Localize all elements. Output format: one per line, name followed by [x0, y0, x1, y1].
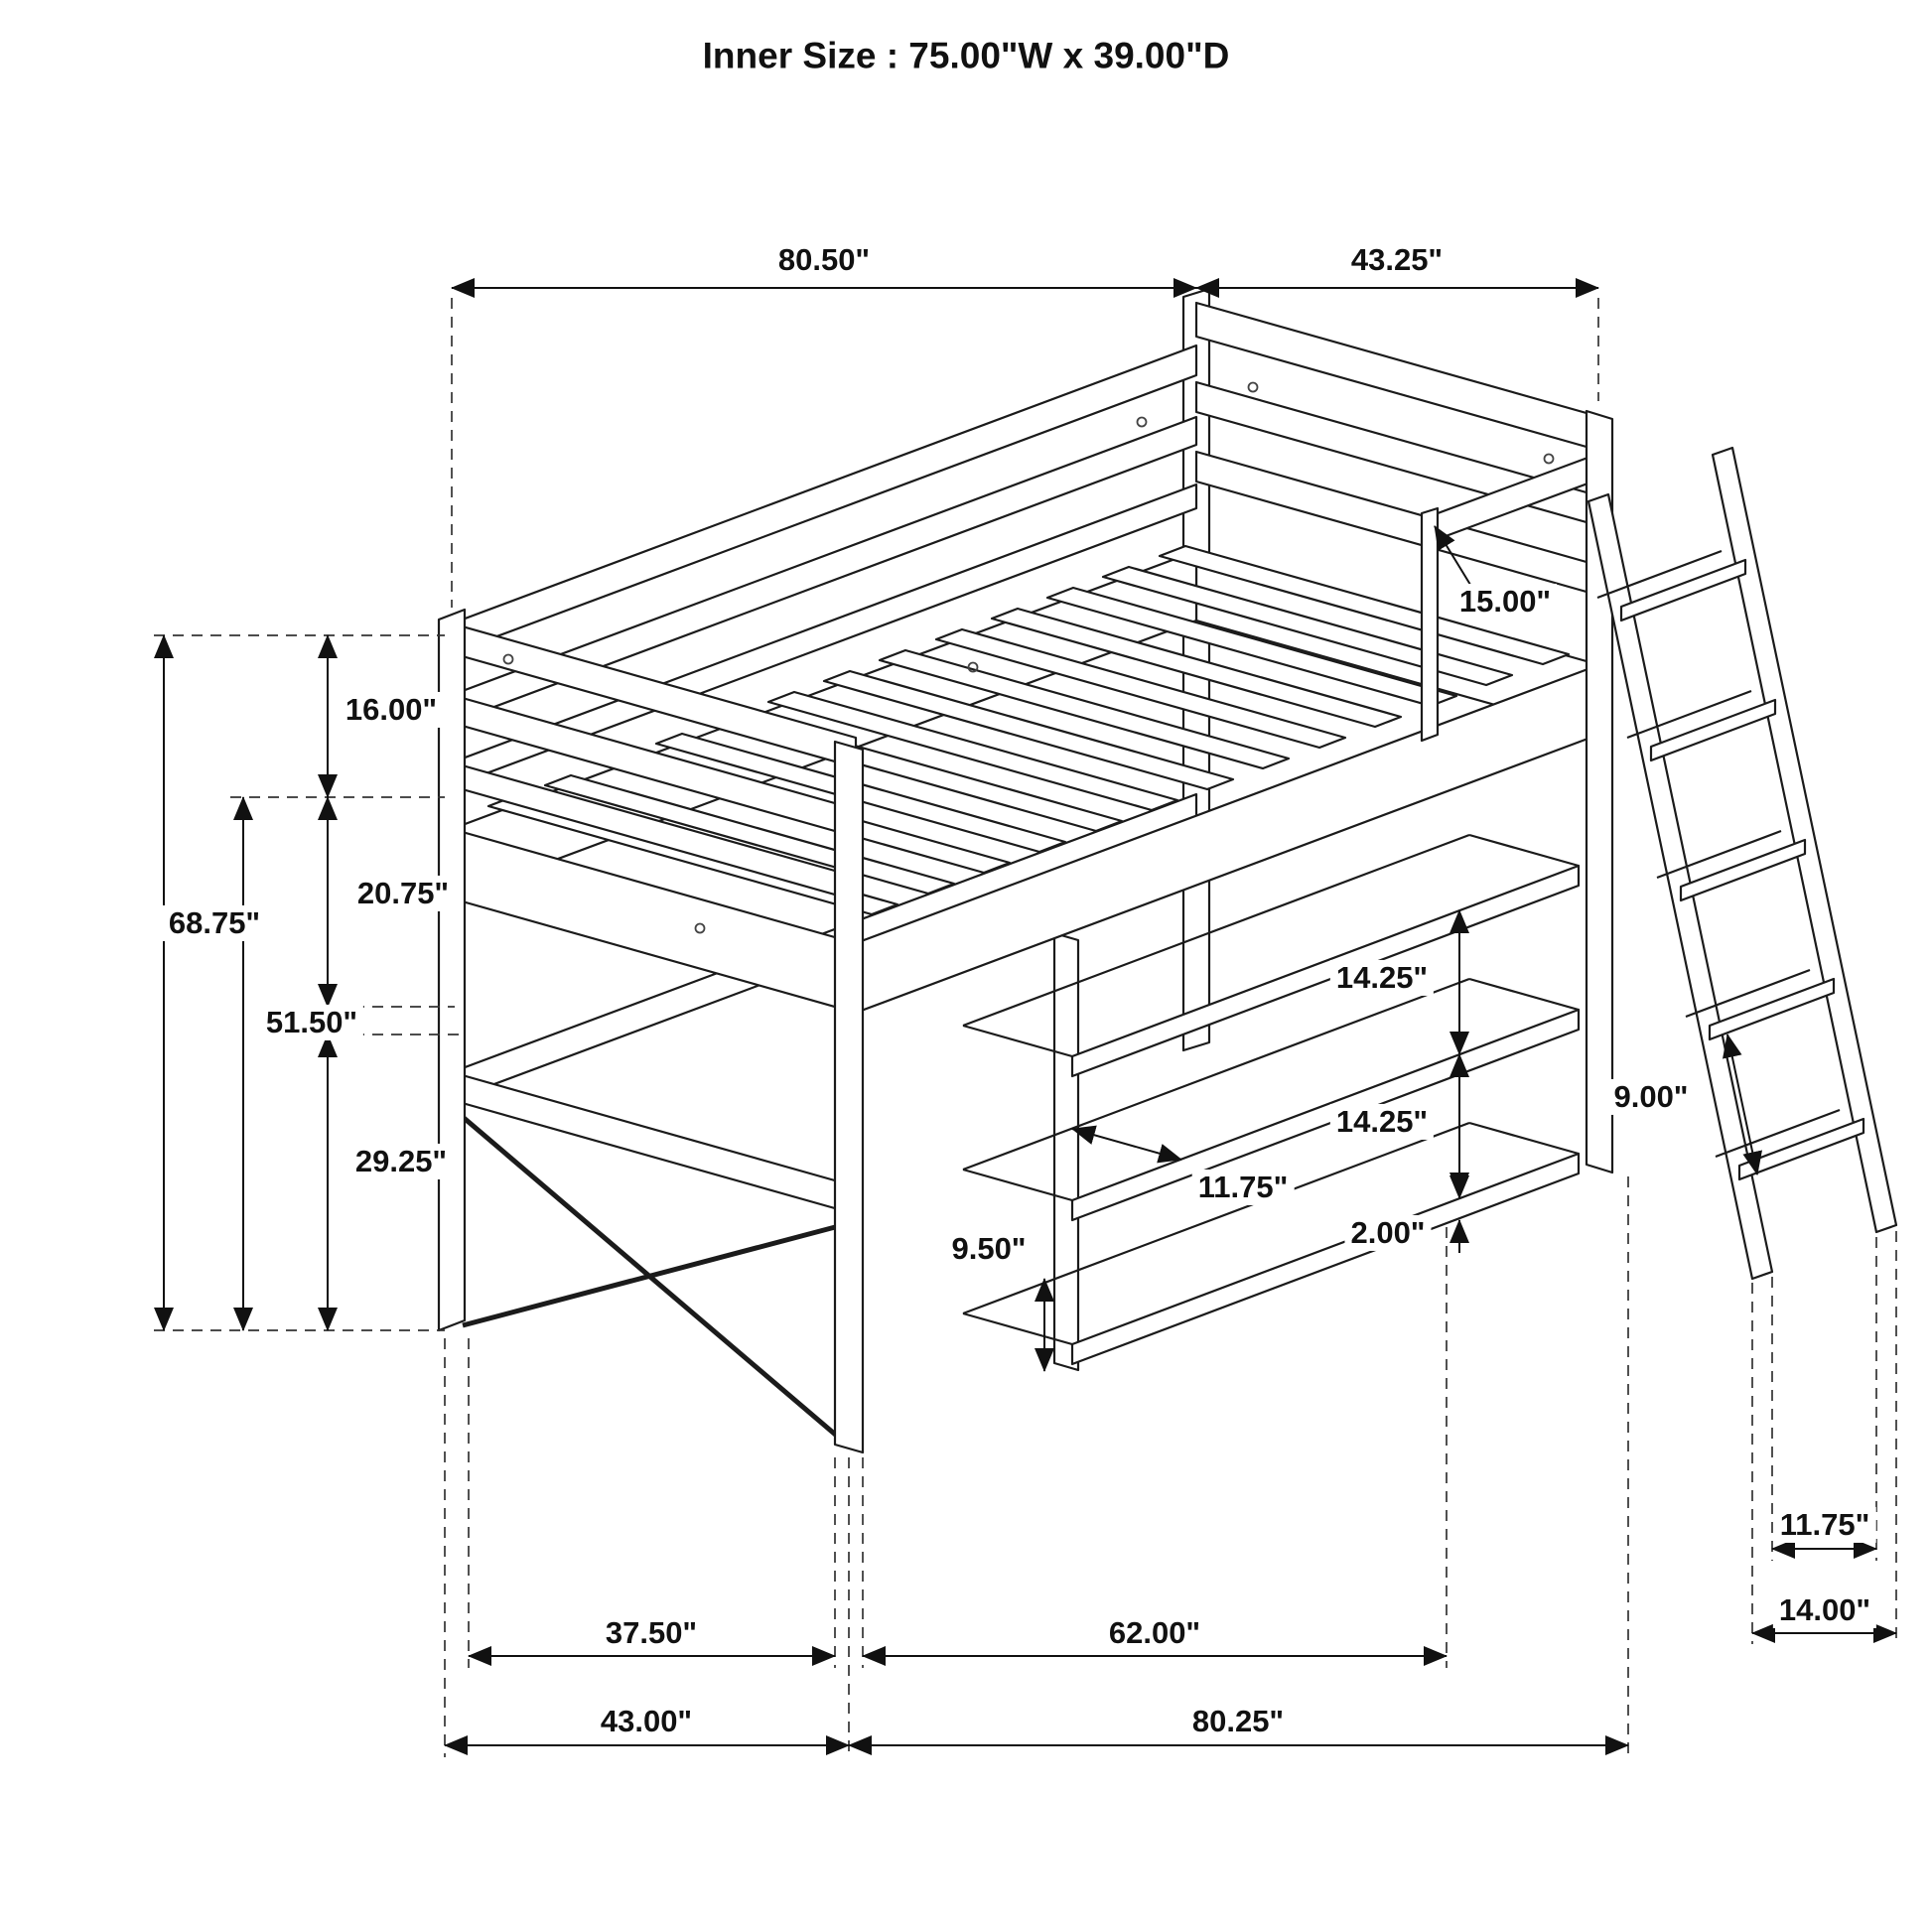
dim-label-2-00: 2.00" [1344, 1214, 1432, 1252]
base-side-edge [1468, 1121, 1580, 1156]
screw-hole [1543, 453, 1555, 465]
ladder-step [1619, 558, 1747, 622]
ladder-step [1679, 838, 1807, 902]
step-tread-edge [1626, 689, 1752, 740]
slat [990, 607, 1403, 729]
slat [1045, 586, 1458, 708]
screw-holes [502, 381, 1555, 934]
bed-slats [486, 544, 1571, 916]
shelf-support-post [1052, 931, 1080, 1372]
step-tread-edge [1596, 549, 1723, 600]
headboard-panel [1194, 301, 1602, 737]
extension-lines [154, 298, 1897, 1757]
ladder [1587, 446, 1898, 1281]
dim-label-20-75: 20.75" [350, 875, 456, 912]
dim-label-11-75-shelf: 11.75" [1191, 1169, 1295, 1206]
dim-label-14-25-a: 14.25" [1329, 959, 1435, 997]
dim-label-14-25-b: 14.25" [1329, 1103, 1435, 1141]
stretcher [450, 1070, 858, 1216]
inner-size-title: Inner Size : 75.00"W x 39.00"D [702, 35, 1230, 76]
shelf-back-edge [962, 977, 1470, 1172]
slat [878, 648, 1291, 770]
shelf-side-edge [1468, 833, 1580, 868]
screw-hole [967, 661, 979, 673]
post [1585, 409, 1614, 1174]
dim-label-80-50: 80.50" [771, 241, 877, 279]
screw-hole [502, 653, 514, 665]
dim-label-29-25: 29.25" [348, 1143, 454, 1180]
slat [766, 690, 1179, 812]
dim-label-11-75-ladder: 11.75" [1773, 1506, 1876, 1544]
ladder-step [1737, 1117, 1865, 1181]
step-tread-edge [1685, 968, 1811, 1019]
slat [1101, 565, 1514, 687]
dim-label-51-50: 51.50" [259, 1004, 364, 1041]
dim-label-43-00: 43.00" [594, 1703, 699, 1740]
screw-hole [1136, 416, 1148, 428]
slat [822, 669, 1235, 791]
shelf-side-edge [962, 1168, 1073, 1202]
dim-label-62-00: 62.00" [1102, 1614, 1207, 1652]
slat [1158, 544, 1571, 666]
dim-label-16-00: 16.00" [339, 691, 444, 729]
dim-label-37-50: 37.50" [599, 1614, 704, 1652]
shelf-back-edge [962, 833, 1470, 1028]
dim-label-14-00: 14.00" [1772, 1591, 1877, 1629]
dimension-lines [154, 278, 1897, 1755]
dim-label-9-00: 9.00" [1607, 1078, 1695, 1116]
dim-line-9-00 [1723, 1034, 1762, 1175]
dim-label-9-50: 9.50" [945, 1230, 1033, 1268]
guard-rail-post [1420, 506, 1440, 743]
cross-brace [462, 1223, 840, 1328]
left-end-panel [450, 621, 858, 1440]
step-tread-edge [1656, 829, 1782, 880]
dim-label-80-25: 80.25" [1185, 1703, 1291, 1740]
screw-hole [1247, 381, 1259, 393]
screw-hole [694, 922, 706, 934]
dim-label-15-00: 15.00" [1452, 583, 1558, 621]
ladder-step [1649, 698, 1777, 762]
dim-line-11-75-shelf [1071, 1125, 1182, 1164]
shelf-side-edge [1468, 977, 1580, 1012]
slat [934, 627, 1347, 750]
post [833, 740, 865, 1454]
shelf-side-edge [962, 1024, 1073, 1058]
ladder-step [1708, 977, 1836, 1041]
dim-label-68-75: 68.75" [162, 904, 267, 942]
dim-label-43-25: 43.25" [1344, 241, 1449, 279]
